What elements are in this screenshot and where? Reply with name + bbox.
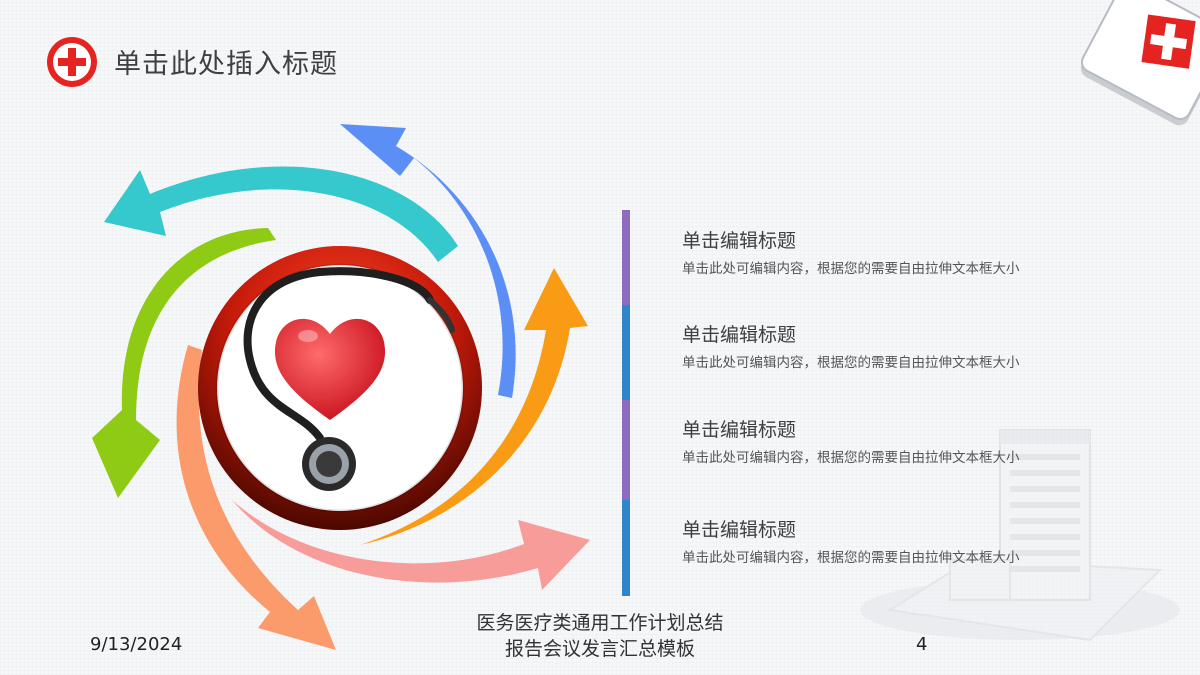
page-number: 4 <box>916 634 928 655</box>
item-description[interactable]: 单击此处可编辑内容，根据您的需要自由拉伸文本框大小 <box>682 261 1020 277</box>
item-description[interactable]: 单击此处可编辑内容，根据您的需要自由拉伸文本框大小 <box>682 450 1020 466</box>
divider-segment-2 <box>622 305 630 400</box>
item-title[interactable]: 单击编辑标题 <box>682 419 797 441</box>
divider-segment-1 <box>622 210 630 305</box>
content-item: 单击编辑标题 单击此处可编辑内容，根据您的需要自由拉伸文本框大小 <box>682 322 1162 372</box>
arrow-orange <box>360 268 588 545</box>
item-description[interactable]: 单击此处可编辑内容，根据您的需要自由拉伸文本框大小 <box>682 550 1020 566</box>
arrow-salmon <box>176 345 336 650</box>
arrow-green <box>92 228 276 498</box>
content-item: 单击编辑标题 单击此处可编辑内容，根据您的需要自由拉伸文本框大小 <box>682 417 1162 467</box>
content-item: 单击编辑标题 单击此处可编辑内容，根据您的需要自由拉伸文本框大小 <box>682 517 1162 567</box>
divider-segment-4 <box>622 500 630 596</box>
first-aid-kit-icon <box>1080 0 1200 126</box>
footer-title: 医务医疗类通用工作计划总结报告会议发言汇总模板 <box>476 612 724 660</box>
arrow-pink <box>232 500 590 590</box>
red-cross-icon <box>47 37 97 87</box>
divider-segment-3 <box>622 400 630 500</box>
footer-date: 9/13/2024 <box>90 634 183 655</box>
item-title[interactable]: 单击编辑标题 <box>682 519 797 541</box>
item-title[interactable]: 单击编辑标题 <box>682 230 797 252</box>
building-watermark <box>860 429 1180 642</box>
content-item: 单击编辑标题 单击此处可编辑内容，根据您的需要自由拉伸文本框大小 <box>682 228 1162 278</box>
slide-title[interactable]: 单击此处插入标题 <box>114 49 338 80</box>
item-description[interactable]: 单击此处可编辑内容，根据您的需要自由拉伸文本框大小 <box>682 355 1020 371</box>
swirl-arrow-diagram <box>92 124 590 650</box>
item-title[interactable]: 单击编辑标题 <box>682 324 797 346</box>
arrow-teal <box>104 166 458 262</box>
